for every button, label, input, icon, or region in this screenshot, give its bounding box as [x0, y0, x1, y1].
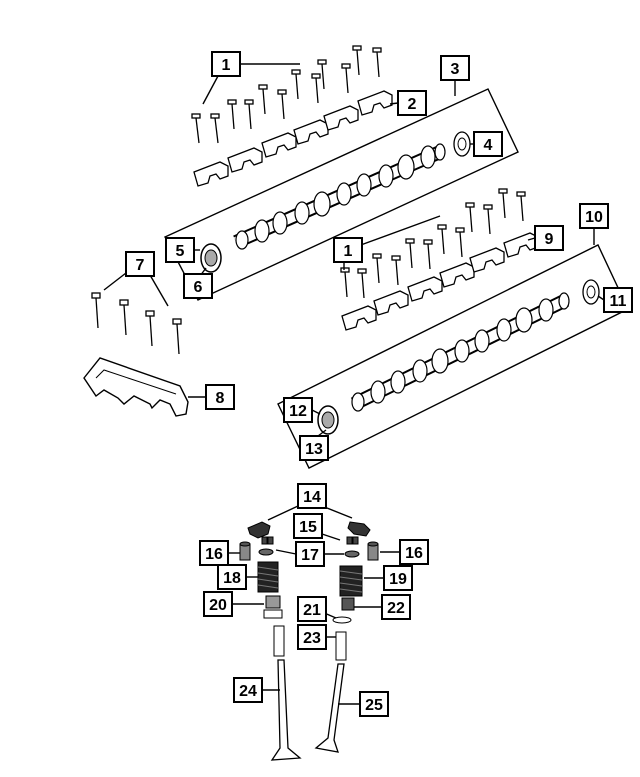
callout-22: 22: [381, 594, 411, 620]
lower-seal-rear: [582, 279, 600, 305]
callout-label: 3: [451, 61, 460, 78]
callout-label: 1: [344, 243, 353, 260]
lower-seal-front: [317, 405, 339, 435]
callout-18: 18: [217, 564, 247, 590]
callout-label: 9: [545, 231, 554, 248]
callout-label: 16: [205, 546, 223, 563]
callout-label: 6: [194, 279, 203, 296]
callout-14: 14: [297, 483, 327, 509]
callout-2: 2: [397, 90, 427, 116]
valve-spring-left: [257, 561, 279, 593]
callout-7: 7: [125, 251, 155, 277]
callout-9: 9: [534, 225, 564, 251]
callout-label: 25: [365, 697, 383, 714]
rocker-arm-right: [347, 521, 371, 537]
callout-19: 19: [383, 565, 413, 591]
callout-16-right: 16: [399, 539, 429, 565]
callout-label: 17: [301, 547, 319, 564]
callout-25: 25: [359, 691, 389, 717]
callout-label: 16: [405, 545, 423, 562]
callout-16-left: 16: [199, 540, 229, 566]
callout-15: 15: [293, 513, 323, 539]
spring-retainers: [258, 548, 360, 558]
callout-20: 20: [203, 591, 233, 617]
stem-seal-right: [341, 597, 355, 611]
callout-13: 13: [299, 435, 329, 461]
exhaust-valve: [314, 663, 345, 753]
upper-seal-front: [200, 243, 222, 273]
upper-bearing-caps: [193, 90, 393, 187]
spring-seat-washer: [332, 616, 352, 624]
callout-label: 12: [289, 403, 307, 420]
callout-label: 15: [299, 519, 317, 536]
callout-5: 5: [165, 237, 195, 263]
callout-label: 22: [387, 600, 405, 617]
callout-label: 14: [303, 489, 321, 506]
callout-label: 11: [610, 293, 627, 310]
lower-bolts: [340, 188, 526, 299]
callout-1-upper: 1: [211, 51, 241, 77]
callout-23: 23: [297, 624, 327, 650]
upper-camshaft: [233, 143, 446, 250]
valve-guide-right: [335, 631, 347, 661]
callout-10: 10: [579, 203, 609, 229]
callout-11: 11: [603, 287, 633, 313]
lash-adjuster-right: [367, 541, 379, 561]
valve-keepers: [261, 536, 359, 545]
callout-label: 1: [222, 57, 231, 74]
callout-label: 7: [136, 257, 145, 274]
lower-bearing-caps: [341, 232, 539, 331]
callout-3: 3: [440, 55, 470, 81]
stem-seal-left: [263, 595, 283, 619]
rocker-arm-left: [247, 521, 271, 539]
valve-spring-right: [339, 565, 363, 597]
callout-21: 21: [297, 596, 327, 622]
callout-label: 4: [484, 137, 493, 154]
callout-8: 8: [205, 384, 235, 410]
bearing-bridge-item-8: [83, 357, 189, 417]
callout-label: 24: [239, 683, 257, 700]
upper-seal-rear: [453, 131, 471, 157]
callout-label: 5: [176, 243, 185, 260]
callout-label: 8: [216, 390, 225, 407]
bolts-item-7: [91, 292, 182, 355]
callout-4: 4: [473, 131, 503, 157]
callout-label: 13: [305, 441, 323, 458]
leader-lines: [103, 63, 605, 705]
callout-24: 24: [233, 677, 263, 703]
lash-adjuster-left: [239, 541, 251, 561]
valve-guide-left: [273, 625, 285, 657]
callout-label: 2: [408, 96, 417, 113]
callout-label: 19: [389, 571, 407, 588]
callout-12: 12: [283, 397, 313, 423]
callout-label: 10: [585, 209, 603, 226]
callout-label: 23: [303, 630, 321, 647]
callout-label: 18: [223, 570, 241, 587]
lower-camshaft: [350, 292, 570, 412]
callout-label: 21: [303, 602, 321, 619]
callout-6: 6: [183, 273, 213, 299]
intake-valve: [270, 659, 302, 761]
callout-17: 17: [295, 541, 325, 567]
callout-1-lower: 1: [333, 237, 363, 263]
callout-label: 20: [209, 597, 227, 614]
upper-bolts: [191, 45, 382, 144]
